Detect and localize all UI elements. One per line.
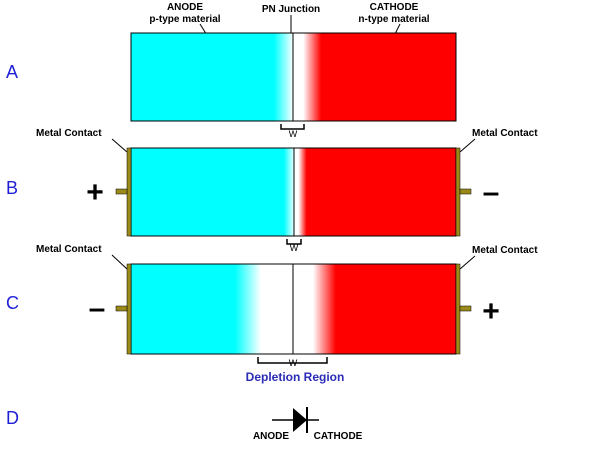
diode-symbol xyxy=(272,407,319,433)
width-bracket-b xyxy=(286,239,302,245)
row-letter-b: B xyxy=(6,178,18,198)
negative-sign-b: – xyxy=(483,176,500,209)
pn-junction-label: PN Junction xyxy=(262,4,320,15)
metal-contact-label-c-right: Metal Contact xyxy=(472,245,538,256)
anode-title: ANODE xyxy=(167,2,203,13)
row-letter-c: C xyxy=(6,293,19,313)
width-label-c: W xyxy=(289,358,298,368)
metal-contact-b-right xyxy=(455,147,461,237)
metal-contact-label-c-left: Metal Contact xyxy=(36,244,102,255)
metal-contact-c-right xyxy=(455,263,461,355)
metal-contact-c-left xyxy=(126,263,132,355)
metal-contact-label-b-left: Metal Contact xyxy=(36,128,102,139)
width-label-b: W xyxy=(290,243,299,253)
contact-pointer-b-right xyxy=(459,138,476,153)
negative-sign-c: – xyxy=(89,292,106,325)
width-bracket-a xyxy=(280,124,305,130)
diode-anode-label: ANODE xyxy=(253,431,289,442)
contact-pointer-c-left xyxy=(111,254,128,270)
metal-contact-b-left xyxy=(126,147,132,237)
positive-sign-b: + xyxy=(86,176,104,209)
lead-c-left xyxy=(115,305,128,312)
lead-b-right xyxy=(459,188,472,195)
contact-pointer-b-left xyxy=(111,138,128,153)
depletion-region-label: Depletion Region xyxy=(246,370,345,384)
diode-triangle xyxy=(293,408,307,432)
width-bracket-c xyxy=(257,357,328,364)
diode-cathode-label: CATHODE xyxy=(314,431,363,442)
lead-b-left xyxy=(115,188,128,195)
metal-contact-label-b-right: Metal Contact xyxy=(472,128,538,139)
anode-material-label: p-type material xyxy=(149,14,220,25)
row-letter-d: D xyxy=(6,408,19,428)
cathode-title: CATHODE xyxy=(370,2,419,13)
contact-pointer-c-right xyxy=(459,255,476,270)
lead-c-right xyxy=(459,305,472,312)
positive-sign-c: + xyxy=(482,295,500,328)
cathode-material-label: n-type material xyxy=(358,14,429,25)
width-label-a: W xyxy=(289,129,298,139)
row-letter-a: A xyxy=(6,62,18,82)
